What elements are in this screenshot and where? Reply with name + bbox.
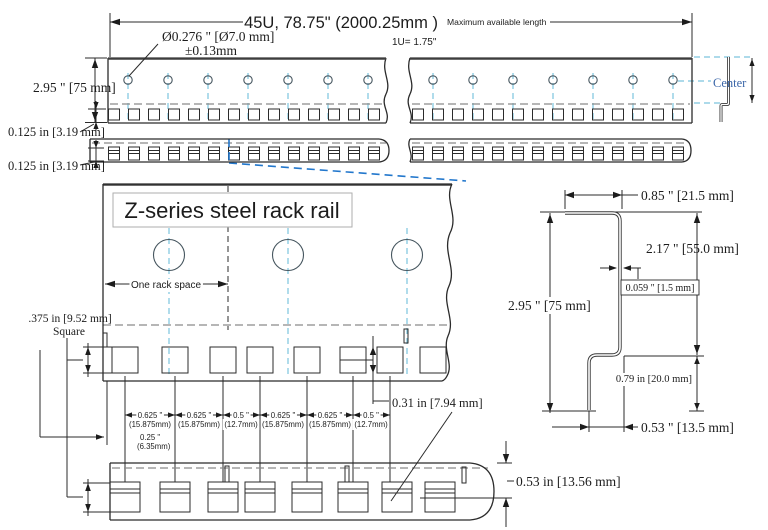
label-background	[136, 410, 164, 421]
center-label: Center	[713, 76, 747, 90]
square-size-label: .375 in [9.52 mm]	[28, 313, 111, 325]
label-background	[361, 410, 381, 421]
profile-upper-height-label: 2.17 " [55.0 mm]	[646, 241, 739, 256]
label-background	[316, 410, 344, 421]
rail-end-profile	[719, 57, 730, 122]
chain-dim-2-mm: (15.875mm)	[178, 420, 220, 429]
label-background	[269, 410, 297, 421]
bottom-view-outline	[89, 138, 692, 163]
lip-thickness-top-label: 0.125 in [3.19 mm]	[8, 125, 105, 139]
label-background	[129, 279, 203, 292]
profile-total-height-label: 2.95 " [75 mm]	[508, 298, 591, 313]
title-box	[112, 192, 353, 228]
label-background	[185, 410, 213, 421]
label-background	[127, 419, 173, 430]
labels: 45U, 78.75" (2000.25mm ) Maximum availab…	[8, 14, 747, 489]
hole-diameter-label: Ø0.276 " [Ø7.0 mm]	[162, 29, 274, 44]
label-background	[231, 410, 251, 421]
chain-dim-4-mm: (15.875mm)	[262, 420, 304, 429]
front-view-outline	[107, 57, 693, 124]
rail-height-label: 2.95 " [75 mm]	[33, 80, 116, 95]
chain-dim-2-in: 0.625 "	[187, 411, 212, 420]
label-background	[307, 419, 353, 430]
chain-dim-4-in: 0.625 "	[271, 411, 296, 420]
rack-space-label: One rack space	[131, 280, 201, 291]
edge-margin-mm-label: (6.35mm)	[137, 442, 171, 451]
bottom-height-label: 0.53 in [13.56 mm]	[516, 474, 621, 489]
max-length-note: Maximum available length	[447, 17, 547, 27]
lip-thickness-bottom-label: 0.125 in [3.19 mm]	[8, 159, 105, 173]
edge-margin-in-label: 0.25 "	[140, 433, 160, 442]
dimension-arrows	[85, 18, 755, 512]
chain-dim-3-mm: (12.7mm)	[224, 420, 258, 429]
front-view-top-edge	[103, 57, 692, 186]
z-profile-cross-section	[565, 211, 622, 410]
chain-dim-3-in: 0.5 "	[233, 411, 249, 420]
label-background	[352, 419, 390, 430]
end-view-centerlines	[678, 56, 753, 104]
profile-lower-height-label: 0.79 in [20.0 mm]	[616, 374, 692, 385]
fold-dashed-lines	[92, 103, 690, 469]
profile-thickness-label: 0.059 " [1.5 mm]	[626, 283, 695, 294]
hole-to-edge-label: 0.31 in [7.94 mm]	[392, 396, 483, 410]
drawing-title: Z-series steel rack rail	[124, 198, 339, 223]
unit-note: 1U= 1.75"	[392, 37, 437, 48]
chain-dim-6-in: 0.5 "	[363, 411, 379, 420]
detail-callout-lines	[228, 139, 467, 182]
thickness-label-box	[620, 279, 700, 296]
narrow-slots	[102, 328, 467, 484]
label-background	[222, 419, 260, 430]
chain-dim-5-mm: (15.875mm)	[309, 420, 351, 429]
detail-round-holes	[152, 238, 424, 272]
label-background	[176, 419, 222, 430]
profile-top-flange-label: 0.85 " [21.5 mm]	[641, 188, 734, 203]
chain-dim-6-mm: (12.7mm)	[354, 420, 388, 429]
label-background	[506, 297, 593, 314]
bottom-strip-outline	[109, 462, 495, 521]
label-background	[260, 419, 306, 430]
chain-dim-5-in: 0.625 "	[318, 411, 343, 420]
detail-view-outline	[102, 183, 454, 382]
profile-bottom-flange-label: 0.53 " [13.5 mm]	[641, 420, 734, 435]
overall-length-label: 45U, 78.75" (2000.25mm )	[244, 14, 438, 32]
punched-holes-pattern	[108, 75, 684, 513]
chain-dim-1-mm: (15.875mm)	[129, 420, 171, 429]
label-background	[614, 373, 694, 386]
hole-tolerance-label: ±0.13mm	[185, 43, 238, 58]
square-word-label: Square	[53, 326, 85, 338]
chain-dim-1-in: 0.625 "	[138, 411, 163, 420]
